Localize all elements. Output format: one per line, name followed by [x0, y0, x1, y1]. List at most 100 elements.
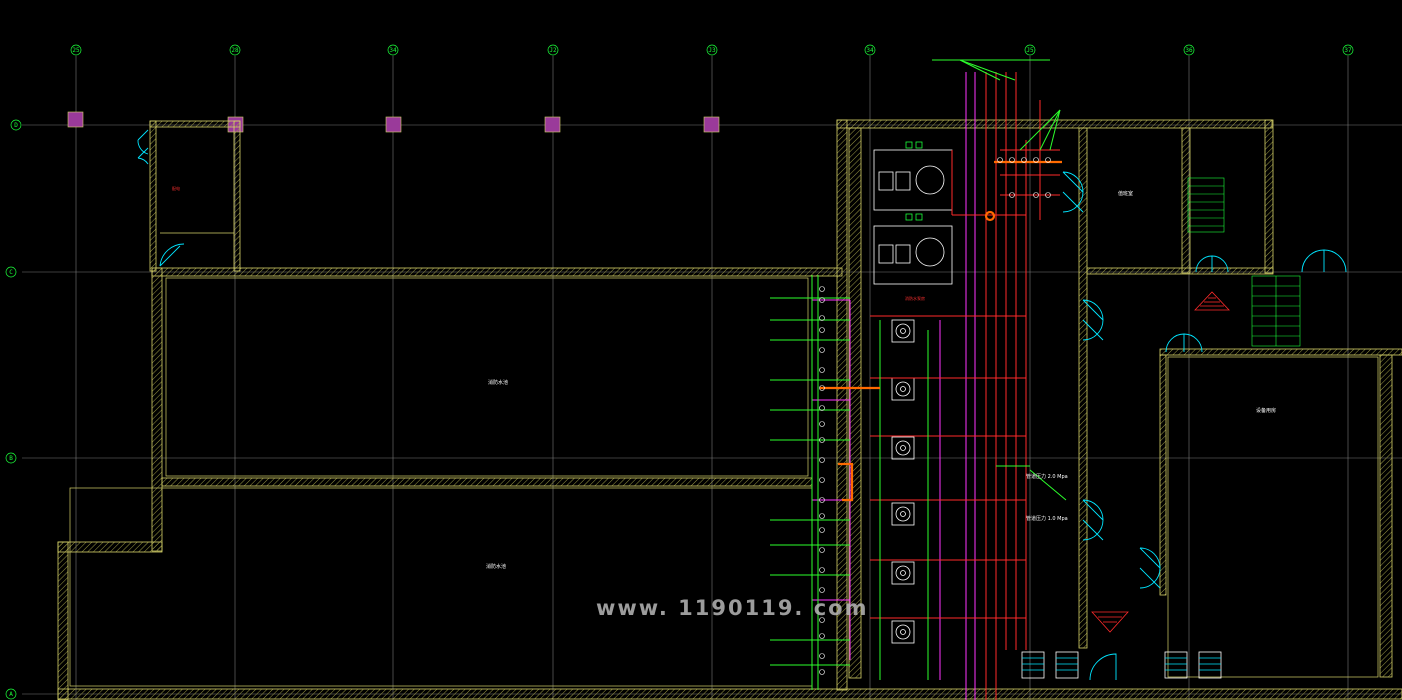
wall	[1379, 354, 1393, 678]
axis-label: D	[14, 122, 18, 129]
wall	[1078, 127, 1088, 649]
column	[67, 111, 84, 128]
room-label: 设备用房	[1256, 407, 1276, 414]
axis-label: 28	[231, 47, 239, 54]
wall	[233, 120, 241, 272]
wall	[57, 688, 1402, 700]
door-swing	[1089, 653, 1117, 681]
axis-label: A	[9, 691, 13, 698]
door-swing	[1082, 299, 1104, 321]
walls	[57, 119, 1402, 700]
axis-bubble-h: A	[5, 688, 17, 700]
door-swing	[1082, 519, 1104, 541]
column	[385, 116, 402, 133]
column	[703, 116, 720, 133]
door-swing	[1139, 547, 1161, 569]
unit-box	[1164, 651, 1188, 679]
room-label: 值班室	[1118, 190, 1133, 197]
watermark: www. 1190119. com	[596, 596, 869, 620]
pressure-label: 管道压力 2.0 Mpa	[1026, 473, 1068, 480]
wall	[161, 477, 813, 487]
wall	[57, 541, 69, 700]
wall	[1181, 127, 1191, 274]
axis-bubble-v: 25	[70, 44, 82, 56]
axis-bubble-h: C	[5, 266, 17, 278]
pressure-label: 管道压力 1.0 Mpa	[1026, 515, 1068, 522]
pump-unit	[891, 561, 915, 585]
triangle-marker	[1194, 291, 1230, 311]
wall	[1159, 354, 1167, 596]
wall	[848, 127, 862, 679]
wall	[151, 267, 163, 552]
axis-bubble-v: 28	[229, 44, 241, 56]
door-swing	[137, 129, 149, 155]
axis-label: J3	[708, 47, 716, 54]
axis-bubbles: 25 28 34 J2 J3 34 J5 36	[5, 44, 1354, 700]
unit-box	[1198, 651, 1222, 679]
door-swing	[1183, 333, 1203, 353]
pump-room-title: 消防水泵房	[905, 295, 925, 301]
tank-outline	[165, 277, 809, 477]
wall	[1264, 119, 1274, 274]
axis-label: J5	[1026, 47, 1034, 54]
pump-unit	[891, 502, 915, 526]
column	[544, 116, 561, 133]
pipes-green	[770, 59, 1067, 690]
door-swing	[1323, 249, 1347, 273]
room-outline	[1167, 356, 1379, 678]
tank-label: 消防水池	[486, 563, 506, 570]
room-label: 配电	[172, 185, 180, 191]
annotations: 消防水泵房 管道压力 2.0 Mpa 管道压力 1.0 Mpa 配电 值班室 设…	[172, 185, 1276, 570]
markers	[1091, 291, 1230, 633]
pipes-orange	[820, 160, 1062, 502]
axis-label: B	[9, 455, 13, 462]
door-swing	[1062, 191, 1084, 213]
unit-box	[1055, 651, 1079, 679]
pump-unit	[891, 319, 915, 343]
axis-bubble-h: D	[10, 119, 22, 131]
door-swing	[1082, 319, 1104, 341]
axis-label: 34	[866, 47, 874, 54]
axis-bubble-h: B	[5, 452, 17, 464]
pressure-tanks	[873, 141, 953, 285]
door-swing	[1211, 255, 1229, 273]
unit-box	[1021, 651, 1045, 679]
axis-label: 25	[72, 47, 80, 54]
stair-outline	[1187, 177, 1225, 233]
wall	[151, 267, 843, 277]
door-swing	[1082, 499, 1104, 521]
pressure-tank-group	[873, 225, 953, 285]
door-swing	[1301, 249, 1325, 273]
wall	[836, 119, 848, 691]
pipes-red	[870, 72, 1060, 700]
inner-outlines	[69, 232, 1379, 687]
axis-bubble-v: J2	[547, 44, 559, 56]
axis-bubble-v: J5	[1024, 44, 1036, 56]
valves	[819, 157, 1051, 675]
door-swing	[1139, 567, 1161, 589]
axis-bubble-v: 36	[1183, 44, 1195, 56]
tank-label: 消防水池	[488, 379, 508, 386]
wall	[149, 120, 157, 272]
stairs	[1187, 177, 1301, 347]
triangle-marker	[1091, 611, 1129, 633]
door-swing	[159, 243, 185, 267]
door-swing	[1062, 171, 1084, 193]
axis-label: 36	[1185, 47, 1193, 54]
wall	[1086, 267, 1274, 275]
wall	[57, 541, 163, 553]
axis-bubble-v: J3	[706, 44, 718, 56]
wall	[149, 120, 241, 128]
door-swing	[1165, 333, 1185, 353]
axis-label: J2	[549, 47, 557, 54]
wall	[1159, 348, 1402, 356]
axis-bubble-v: 34	[387, 44, 399, 56]
pump-unit	[891, 620, 915, 644]
axis-label: 34	[389, 47, 397, 54]
pipe-network	[770, 59, 1067, 700]
door-swing	[137, 147, 149, 165]
axis-label: C	[9, 269, 13, 276]
door-swing	[1195, 255, 1213, 273]
doors	[137, 129, 1347, 681]
